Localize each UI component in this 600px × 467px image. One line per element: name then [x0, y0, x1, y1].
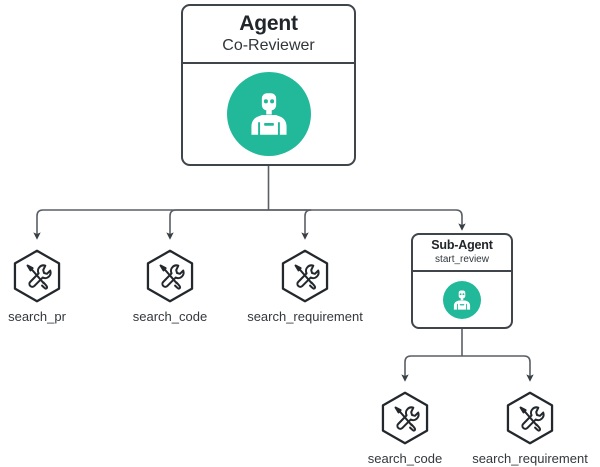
tool-label: search_code: [132, 309, 208, 324]
agent-title: Agent: [239, 12, 298, 35]
agent-card-sub[interactable]: Sub-Agent start_review: [411, 233, 513, 329]
agent-card-root[interactable]: Agent Co-Reviewer: [181, 4, 356, 166]
tool-node-sub-search-code[interactable]: search_code: [340, 390, 470, 467]
robot-icon: [443, 280, 481, 319]
tool-label: search_requirement: [247, 309, 363, 324]
edge-sub-to-search-code: [401, 355, 462, 382]
sub-agent-card-body: [413, 272, 511, 327]
edge-root-to-sub-agent: [268, 209, 466, 231]
agent-card-body: [183, 64, 354, 164]
sub-agent-subtitle: start_review: [435, 254, 489, 265]
edge-root-to-search-code: [166, 209, 269, 240]
tool-node-search-pr[interactable]: search_pr: [0, 248, 102, 325]
sub-agent-title: Sub-Agent: [431, 238, 493, 252]
tools-hexagon-icon: [146, 249, 194, 303]
tool-node-search-code[interactable]: search_code: [105, 248, 235, 325]
robot-icon: [226, 72, 311, 156]
agent-card-header: Agent Co-Reviewer: [183, 6, 354, 64]
agent-subtitle: Co-Reviewer: [222, 37, 315, 54]
tools-hexagon-icon: [13, 249, 61, 303]
tool-label: search_pr: [8, 309, 66, 324]
tool-label: search_requirement: [472, 451, 588, 466]
tool-label: search_code: [367, 451, 443, 466]
tool-node-sub-search-requirement[interactable]: search_requirement: [465, 390, 595, 467]
edge-sub-to-search-requirement: [462, 355, 534, 382]
tool-node-search-requirement[interactable]: search_requirement: [240, 248, 370, 325]
tools-hexagon-icon: [281, 249, 329, 303]
tools-hexagon-icon: [506, 391, 554, 445]
edge-root-to-search-pr: [33, 209, 269, 240]
edge-root-to-search-requirement: [268, 209, 312, 240]
tools-hexagon-icon: [381, 391, 429, 445]
sub-agent-card-header: Sub-Agent start_review: [413, 235, 511, 272]
